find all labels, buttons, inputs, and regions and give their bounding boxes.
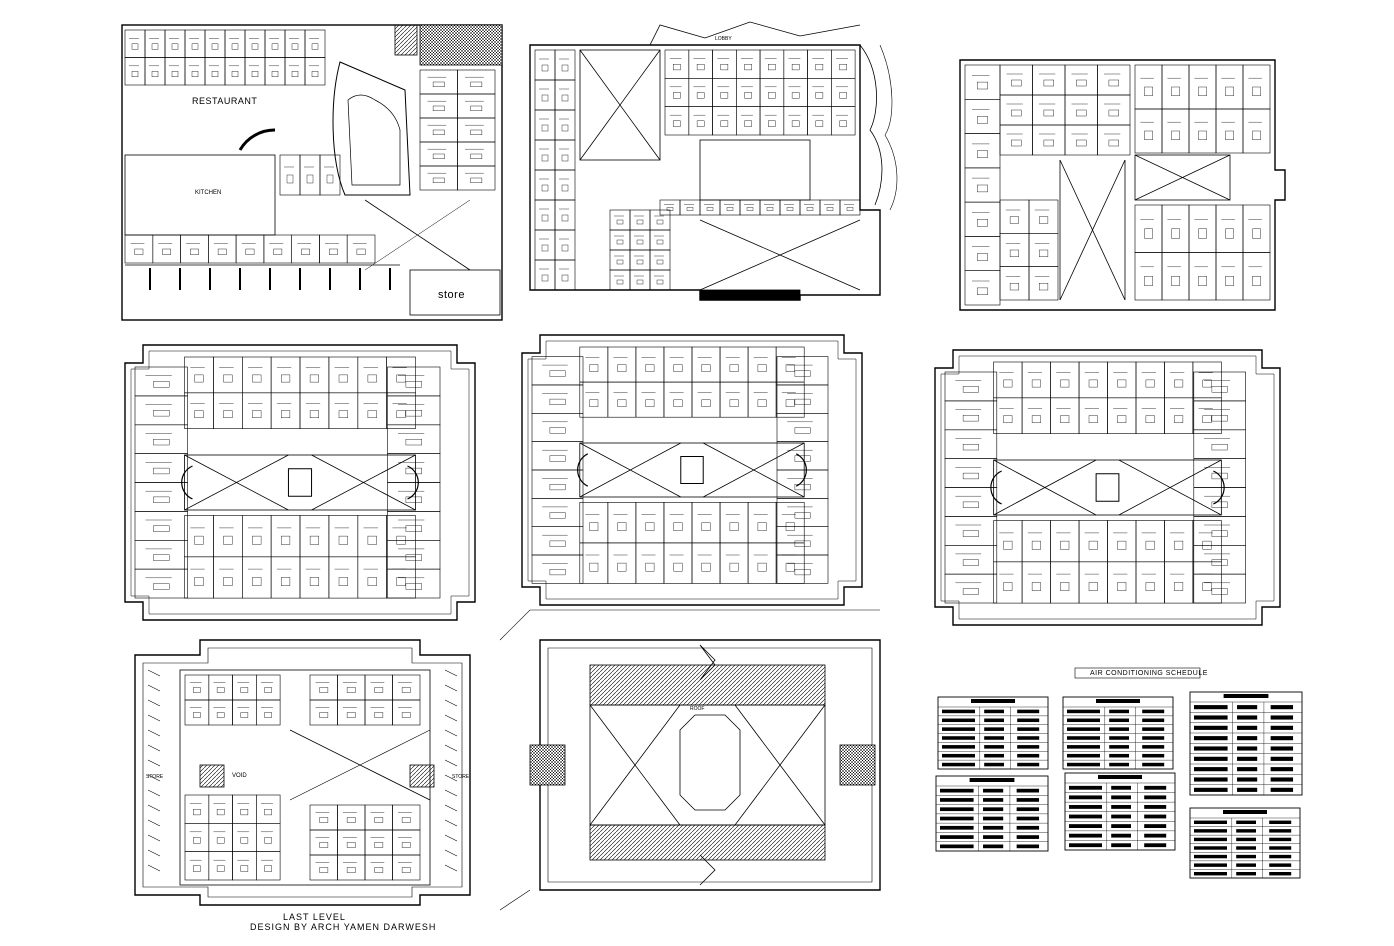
plan-roof xyxy=(499,609,881,911)
label-void: VOID xyxy=(232,773,247,779)
label-lobby: LOBBY xyxy=(715,36,732,42)
plan-typical-floor-1 xyxy=(124,344,476,621)
plan-upper-floor xyxy=(959,59,1286,311)
ac-schedule-table xyxy=(1189,691,1303,796)
label-store: store xyxy=(438,289,465,301)
ac-schedule-table xyxy=(937,696,1049,770)
ac-schedule-table xyxy=(1064,772,1176,851)
label-designer: DESIGN BY ARCH YAMEN DARWESH xyxy=(250,922,437,932)
ac-schedule-tables xyxy=(935,667,1303,879)
ac-schedule-title: AIR CONDITIONING SCHEDULE xyxy=(1090,670,1208,677)
ac-schedule-table xyxy=(935,775,1049,852)
label-roof: ROOF xyxy=(690,706,705,712)
label-restaurant: RESTAURANT xyxy=(192,96,258,106)
label-store-left: STORE xyxy=(146,774,164,780)
label-kitchen: KITCHEN xyxy=(195,190,222,196)
plan-typical-floor-3 xyxy=(934,349,1281,626)
label-last-level: LAST LEVEL xyxy=(283,912,346,922)
ac-schedule-table xyxy=(1189,807,1301,879)
plan-lobby-floor xyxy=(529,21,898,301)
plan-typical-floor-2 xyxy=(521,334,863,606)
label-store-right: STORE xyxy=(452,774,470,780)
plan-last-level xyxy=(134,639,471,906)
plan-ground-floor xyxy=(121,24,503,321)
ac-schedule-table xyxy=(1062,696,1174,770)
